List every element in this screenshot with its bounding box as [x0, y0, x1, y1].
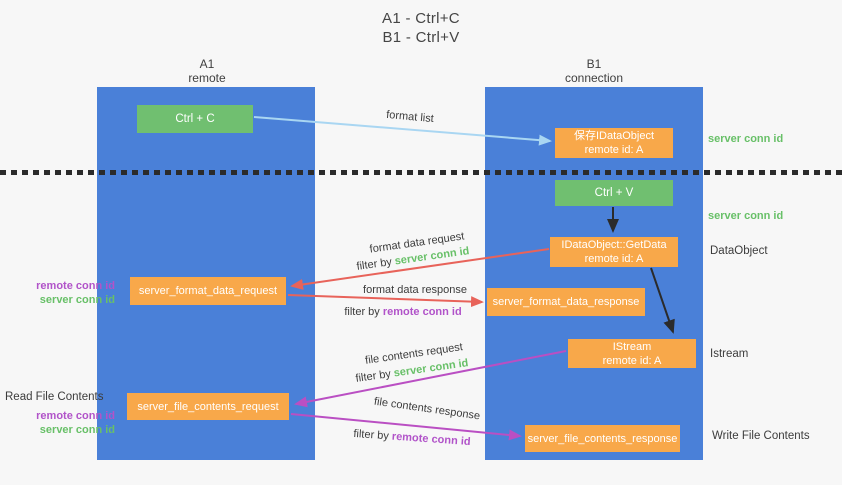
right-column-id: B1 — [586, 57, 602, 71]
remote-conn-id-text: remote conn id — [382, 306, 462, 318]
label-server-conn-id-mid: server conn id — [708, 210, 784, 222]
label-format-list: format list — [385, 108, 435, 126]
istream-line1: IStream — [612, 340, 652, 353]
filter-by-text: filter by — [344, 306, 383, 318]
node-ctrl-c: Ctrl + C — [137, 105, 253, 133]
server-format-data-request-label: server_format_data_request — [138, 285, 278, 297]
label-write-file-contents: Write File Contents — [712, 430, 810, 442]
label-read-file-contents: Read File Contents — [5, 391, 104, 403]
istream-line2: remote id: A — [602, 354, 662, 367]
remote-conn-id-label: remote conn id — [36, 410, 115, 422]
right-column-role: connection — [564, 71, 624, 85]
node-istream: IStream remote id: A — [568, 339, 696, 368]
left-column-role: remote — [188, 71, 226, 85]
left-column-id: A1 — [199, 57, 215, 71]
node-server-format-data-response: server_format_data_response — [487, 288, 645, 316]
title-line-1: A1 - Ctrl+C — [382, 10, 460, 27]
title-line-2: B1 - Ctrl+V — [382, 29, 460, 46]
label-file-contents-response: file contents response — [373, 395, 481, 423]
node-server-format-data-request: server_format_data_request — [130, 277, 286, 305]
label-file-contents-response-filter: filter by remote conn id — [353, 428, 471, 448]
server-file-contents-request-label: server_file_contents_request — [137, 400, 279, 413]
save-idataobject-line2: remote id: A — [584, 144, 644, 156]
save-idataobject-line1: 保存IDataObject — [573, 130, 655, 142]
node-ctrl-v: Ctrl + V — [555, 180, 673, 206]
node-idataobject-getdata: IDataObject::GetData remote id: A — [550, 237, 678, 267]
right-column-header: B1 connection — [524, 57, 664, 85]
session-divider-dashed-line — [0, 170, 842, 175]
server-file-contents-response-label: server_file_contents_response — [527, 432, 678, 445]
node-server-file-contents-response: server_file_contents_response — [525, 425, 680, 452]
remote-conn-id-text: remote conn id — [391, 430, 471, 449]
node-save-idataobject: 保存IDataObject remote id: A — [555, 128, 673, 158]
label-dataobject: DataObject — [710, 245, 768, 257]
left-column-header: A1 remote — [137, 57, 277, 85]
arrow-format-data-response — [287, 294, 484, 308]
server-conn-id-label: server conn id — [39, 294, 115, 306]
diagram-title: A1 - Ctrl+C B1 - Ctrl+V — [0, 9, 842, 47]
label-server-conn-id-top: server conn id — [708, 133, 784, 145]
filter-by-text: filter by — [353, 427, 393, 443]
remote-conn-id-label: remote conn id — [36, 280, 115, 292]
label-conn-pair-top: remote conn id server conn id — [10, 279, 115, 307]
filter-by-text: filter by — [355, 255, 396, 273]
server-conn-id-label: server conn id — [39, 424, 115, 436]
filter-by-text: filter by — [354, 367, 395, 385]
label-format-data-response: format data response — [363, 284, 467, 296]
ctrl-c-label: Ctrl + C — [175, 113, 215, 125]
ctrl-v-label: Ctrl + V — [594, 187, 634, 199]
getdata-line1: IDataObject::GetData — [561, 239, 667, 251]
label-conn-pair-bottom: remote conn id server conn id — [10, 409, 115, 437]
server-format-data-response-label: server_format_data_response — [492, 296, 640, 308]
label-format-data-response-filter: filter by remote conn id — [344, 306, 461, 318]
getdata-line2: remote id: A — [584, 253, 644, 265]
label-istream: Istream — [710, 348, 749, 360]
node-server-file-contents-request: server_file_contents_request — [127, 393, 289, 420]
